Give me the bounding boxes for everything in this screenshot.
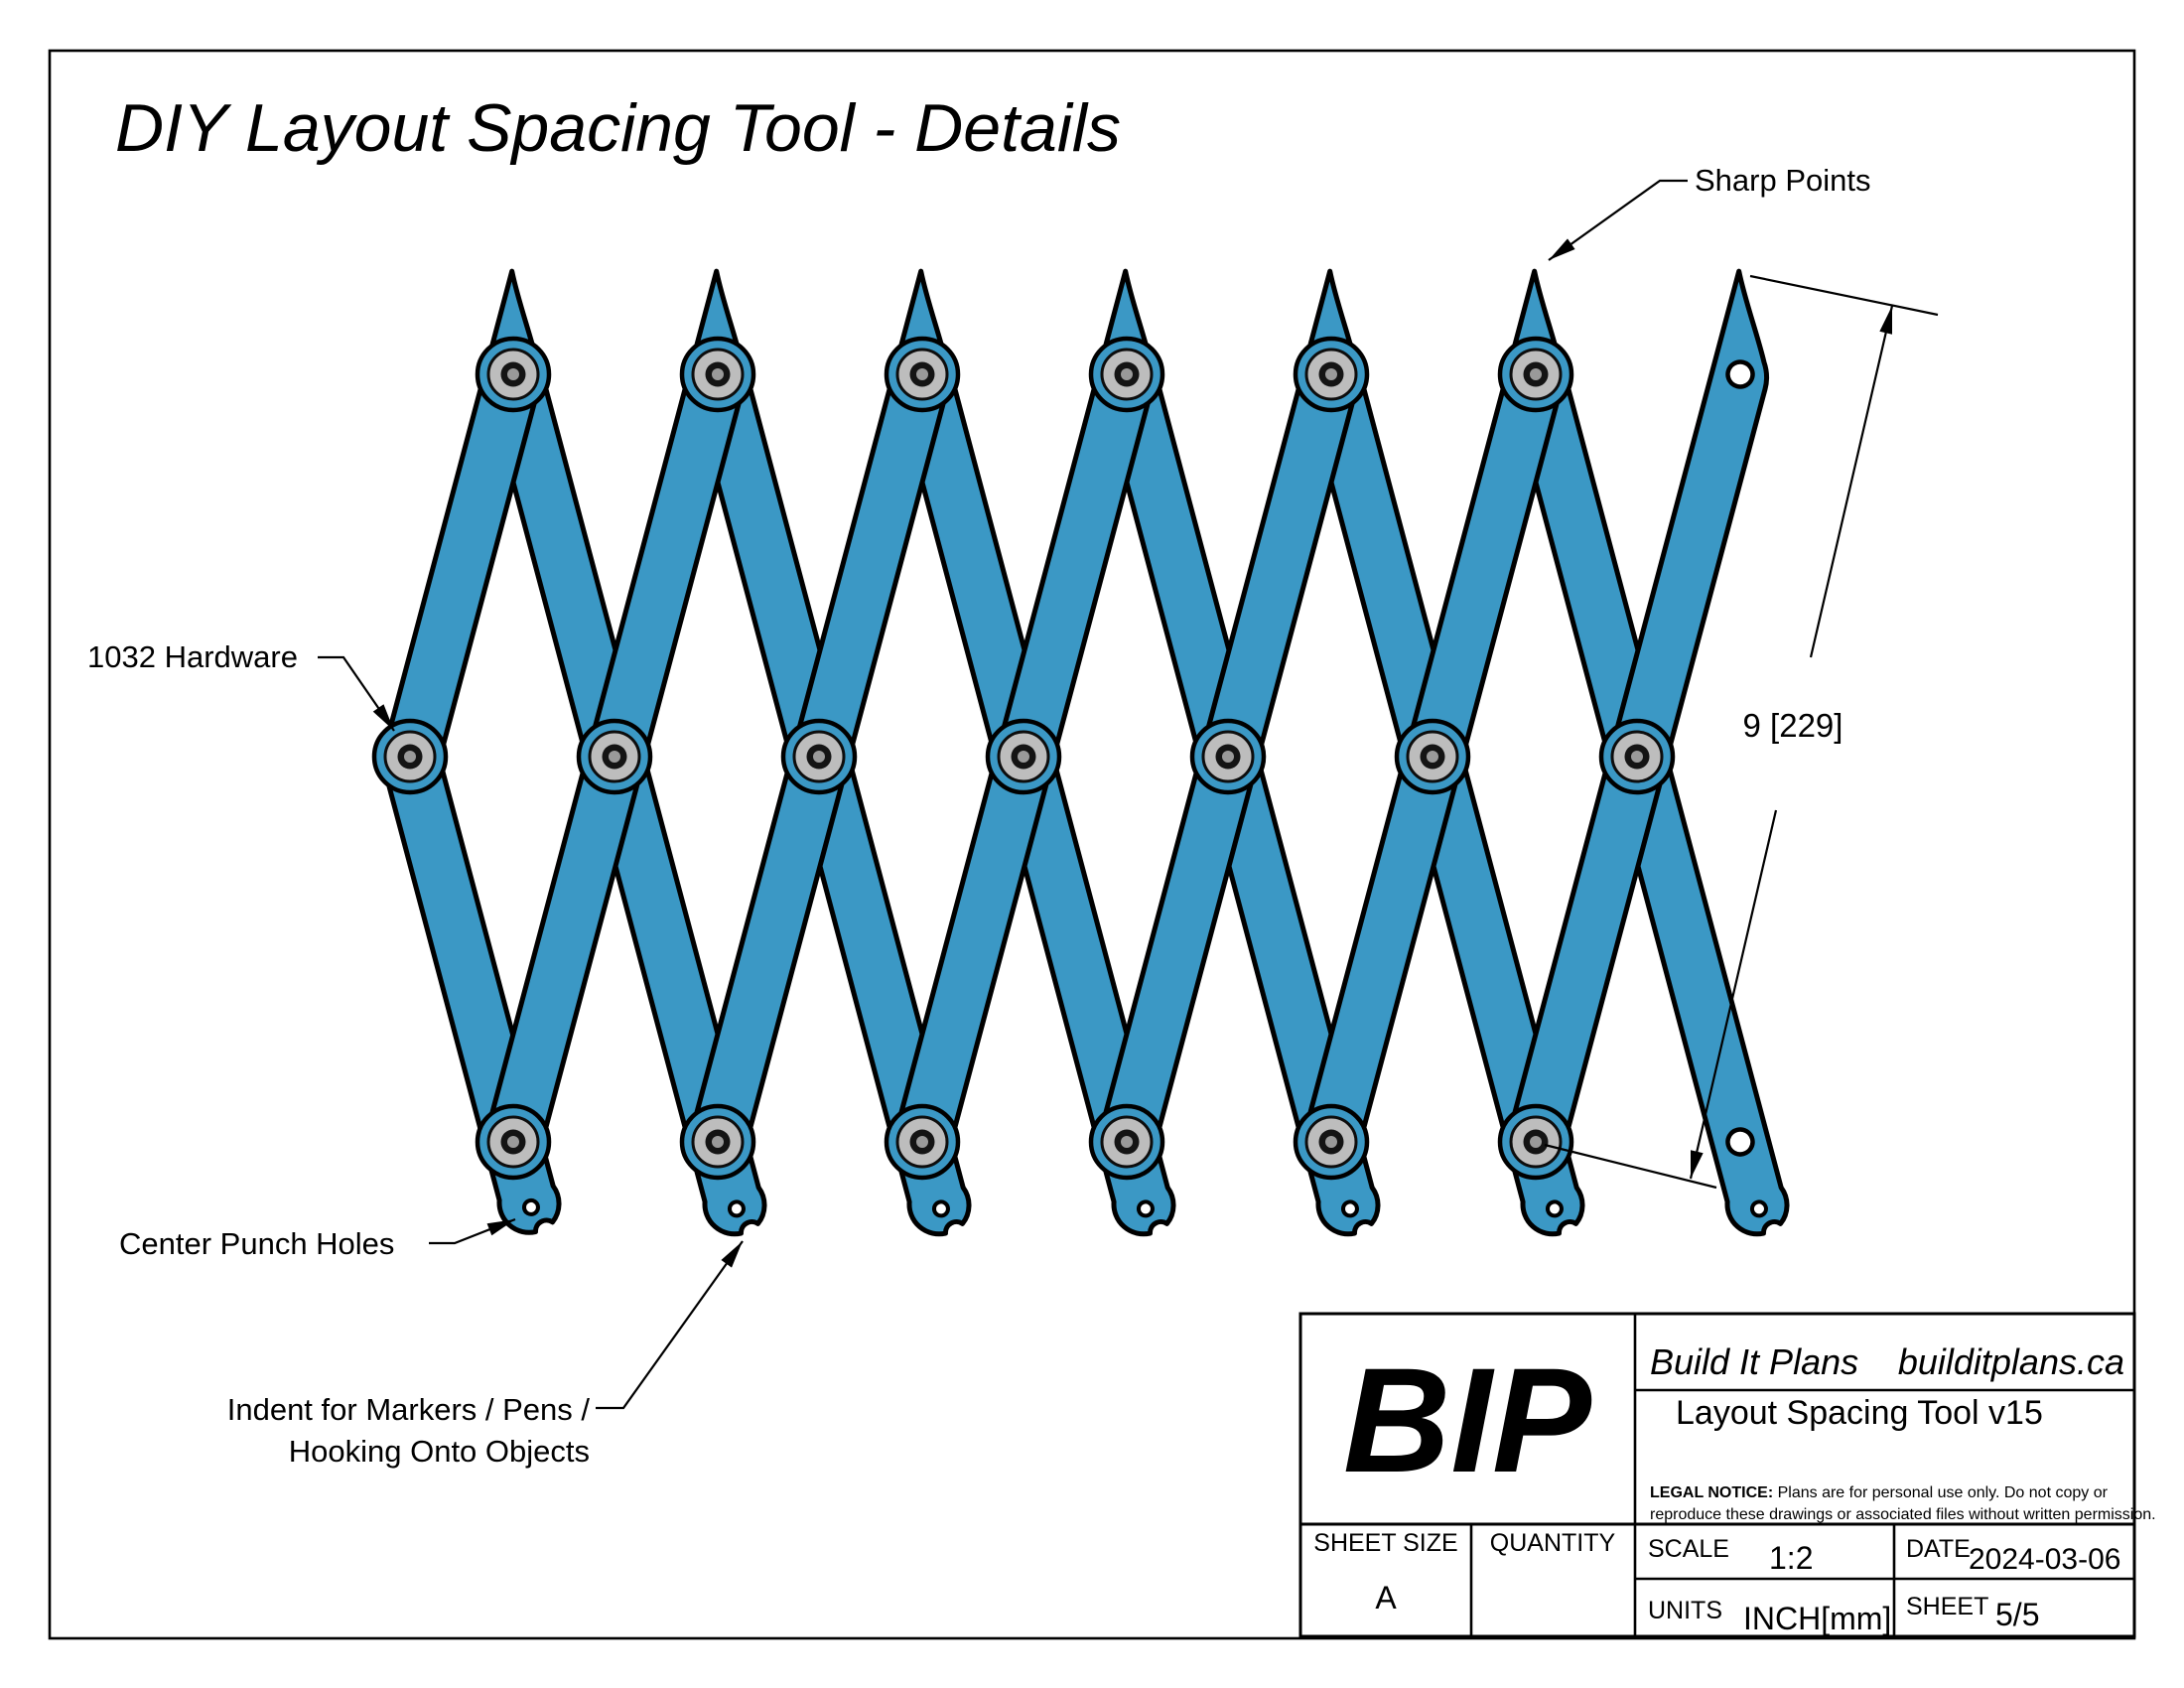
center-punch-hole xyxy=(521,1197,540,1216)
empty-pivot-hole xyxy=(1725,359,1755,389)
dimension-extension-line xyxy=(1544,1143,1717,1190)
sheet-border xyxy=(48,49,2136,1640)
center-punch-hole xyxy=(1136,1199,1155,1218)
annotation-lines xyxy=(318,179,1939,1410)
rivet-center xyxy=(1631,751,1643,763)
rivet-center xyxy=(1530,368,1542,380)
page-title: DIY Layout Spacing Tool - Details xyxy=(115,90,1121,166)
hardware-leader-arrow xyxy=(372,704,394,731)
quantity-label: QUANTITY xyxy=(1490,1529,1616,1557)
sheet-size-label: SHEET SIZE xyxy=(1313,1529,1457,1557)
scale-value: 1:2 xyxy=(1769,1540,1813,1576)
rivet-center xyxy=(1121,368,1133,380)
rivet-center xyxy=(916,1136,928,1148)
rivet-center xyxy=(507,1136,519,1148)
scale-label: SCALE xyxy=(1648,1535,1729,1563)
units-label: UNITS xyxy=(1648,1597,1722,1624)
sheet-label: SHEET xyxy=(1906,1593,1988,1620)
callout-indent-line1: Indent for Markers / Pens / xyxy=(227,1392,591,1427)
rivet-center xyxy=(1222,751,1234,763)
dimension-arrow-top xyxy=(1879,306,1893,335)
company-name: Build It Plans xyxy=(1650,1341,1858,1382)
dimension-extension-line xyxy=(1749,274,1939,317)
rivet-center xyxy=(712,368,724,380)
date-value: 2024-03-06 xyxy=(1969,1543,2120,1576)
center-punch-hole xyxy=(931,1199,950,1218)
legal-notice-line2: reproduce these drawings or associated f… xyxy=(1650,1506,2156,1523)
title-block-border xyxy=(1298,1312,2136,1638)
sheet-value: 5/5 xyxy=(1995,1597,2039,1632)
dimension-line xyxy=(1809,305,1894,658)
hardware-leader xyxy=(318,655,395,732)
callout-1032-hardware: 1032 Hardware xyxy=(87,639,298,674)
drawing-title-text: Layout Spacing Tool v15 xyxy=(1676,1394,2043,1432)
sharp-points-leader xyxy=(1548,179,1688,261)
rivet-center xyxy=(404,751,416,763)
rivet-center xyxy=(1427,751,1438,763)
rivet-center xyxy=(1325,1136,1337,1148)
center-punch-hole xyxy=(1340,1199,1359,1218)
dimension-arrow-bottom xyxy=(1690,1150,1704,1179)
rivet-center xyxy=(1530,1136,1542,1148)
callout-indent-line2: Hooking Onto Objects xyxy=(289,1434,590,1469)
legal-notice-rest: Plans are for personal use only. Do not … xyxy=(1773,1484,2108,1501)
rivet-center xyxy=(712,1136,724,1148)
rivet-center xyxy=(507,368,519,380)
center-punch-hole xyxy=(1545,1199,1564,1218)
sharp-points-leader-arrow xyxy=(1549,238,1575,260)
scissor-mechanism xyxy=(371,268,1790,1237)
legal-notice-line1: LEGAL NOTICE: Plans are for personal use… xyxy=(1650,1484,2109,1501)
rivet-center xyxy=(916,368,928,380)
sheet-size-value: A xyxy=(1375,1580,1397,1616)
company-website: builditplans.ca xyxy=(1898,1341,2124,1382)
date-label: DATE xyxy=(1906,1535,1971,1563)
empty-pivot-hole xyxy=(1725,1127,1755,1157)
units-value: INCH[mm] xyxy=(1743,1601,1891,1636)
callout-sharp-points: Sharp Points xyxy=(1695,163,1871,198)
indent-leader-arrow xyxy=(721,1241,743,1268)
rivet-center xyxy=(1121,1136,1133,1148)
callout-center-punch-holes: Center Punch Holes xyxy=(119,1226,394,1261)
punch-holes-leader-arrow xyxy=(486,1219,515,1236)
dimension-line xyxy=(1689,809,1778,1180)
rivet-center xyxy=(1018,751,1029,763)
bip-logo: BIP xyxy=(1343,1336,1592,1503)
center-punch-hole xyxy=(1749,1199,1768,1218)
dimension-text: 9 [229] xyxy=(1743,707,1843,744)
indent-leader xyxy=(596,1240,744,1410)
legal-notice-bold: LEGAL NOTICE: xyxy=(1650,1484,1773,1501)
title-block: BIP Build It Plans builditplans.ca Layou… xyxy=(1298,1312,2156,1638)
center-punch-hole xyxy=(727,1199,746,1218)
rivet-center xyxy=(1325,368,1337,380)
rivet-center xyxy=(813,751,825,763)
rivet-center xyxy=(609,751,620,763)
